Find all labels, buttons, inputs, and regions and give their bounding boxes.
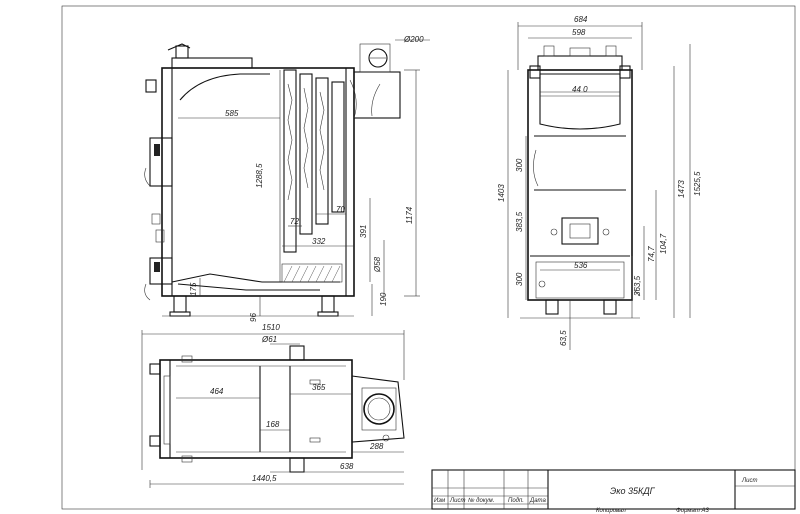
dim-365: 365: [312, 383, 326, 392]
top-body-outline: [159, 359, 353, 459]
dim-1440-5: 1440,5: [252, 474, 277, 483]
top-cleaning-door: [539, 73, 621, 130]
dim-168: 168: [266, 420, 280, 429]
dim-1174: 1174: [405, 206, 414, 224]
dim-363-5: 363,5: [633, 275, 642, 296]
draft-regulator: [359, 43, 391, 73]
col-izm: Изм: [434, 498, 445, 504]
dim-1473: 1473: [677, 180, 686, 198]
ash-door: [149, 257, 173, 285]
copied-label: Копировал: [596, 508, 626, 514]
dim-332: 332: [312, 237, 326, 246]
dim-300-top: 300: [515, 158, 524, 172]
loading-door-front: [561, 217, 599, 245]
sheet-label: Лист: [741, 478, 757, 484]
boiler-body-outline: [161, 67, 355, 297]
dim-1510: 1510: [262, 323, 280, 332]
front-view: 684 598 44 0 300 1403 383,5 300 536 104,…: [497, 15, 702, 350]
side-handle-top: [145, 79, 157, 93]
heat-exchanger-plate-3: [315, 77, 329, 225]
flue-outlet: [353, 71, 401, 119]
top-flue-housing: [351, 375, 405, 443]
dim-d61: Ø61: [261, 335, 277, 344]
dim-1525-5: 1525,5: [693, 171, 702, 196]
dim-d58: Ø58: [373, 256, 382, 273]
col-doc: № докум.: [468, 497, 494, 504]
drawing-title: Эко 35КДГ: [610, 486, 656, 496]
dim-104-7: 104,7: [659, 233, 668, 254]
dim-598: 598: [572, 28, 586, 37]
dim-d200: Ø200: [403, 35, 424, 44]
dim-72: 72: [290, 217, 299, 226]
sheet-frame: [61, 5, 796, 510]
dim-1403: 1403: [497, 184, 506, 202]
dim-585: 585: [225, 109, 239, 118]
dim-383-5: 383,5: [515, 211, 524, 232]
loading-door: [149, 137, 173, 187]
heat-exchanger-plate-1: [283, 69, 297, 253]
col-list: Лист: [449, 498, 465, 504]
ash-door-front: [535, 261, 625, 299]
flue-opening: [363, 393, 395, 425]
format-label: Формат А3: [676, 508, 709, 514]
top-view: 1510 Ø61 464 365 168 288 638 1440,5: [141, 323, 405, 488]
dim-288: 288: [369, 442, 384, 451]
heat-exchanger-plate-4: [331, 81, 345, 213]
dim-190: 190: [379, 292, 388, 306]
col-date: Дата: [529, 498, 546, 504]
dim-440: 44 0: [572, 85, 588, 94]
dim-536: 536: [574, 261, 588, 270]
dim-175: 175: [189, 282, 198, 296]
dim-464: 464: [210, 387, 224, 396]
top-pipe-d61: [289, 345, 305, 361]
dim-391: 391: [359, 225, 368, 238]
dim-70: 70: [336, 205, 345, 214]
dim-96: 96: [249, 313, 258, 322]
col-sign: Подп.: [508, 498, 524, 504]
side-view: 585 1288,5 Ø200 1174 72 70 332 391 Ø58 1…: [144, 35, 430, 322]
dim-63-5: 63,5: [559, 330, 568, 346]
dim-1288-5: 1288,5: [255, 163, 264, 188]
title-block: Изм Лист № докум. Подп. Дата Эко 35КДГ Л…: [431, 469, 796, 514]
heat-exchanger-plate-2: [299, 73, 313, 235]
dim-74-7: 74,7: [647, 246, 656, 262]
dim-684: 684: [574, 15, 588, 24]
dim-300-bottom: 300: [515, 272, 524, 286]
dim-638: 638: [340, 462, 354, 471]
